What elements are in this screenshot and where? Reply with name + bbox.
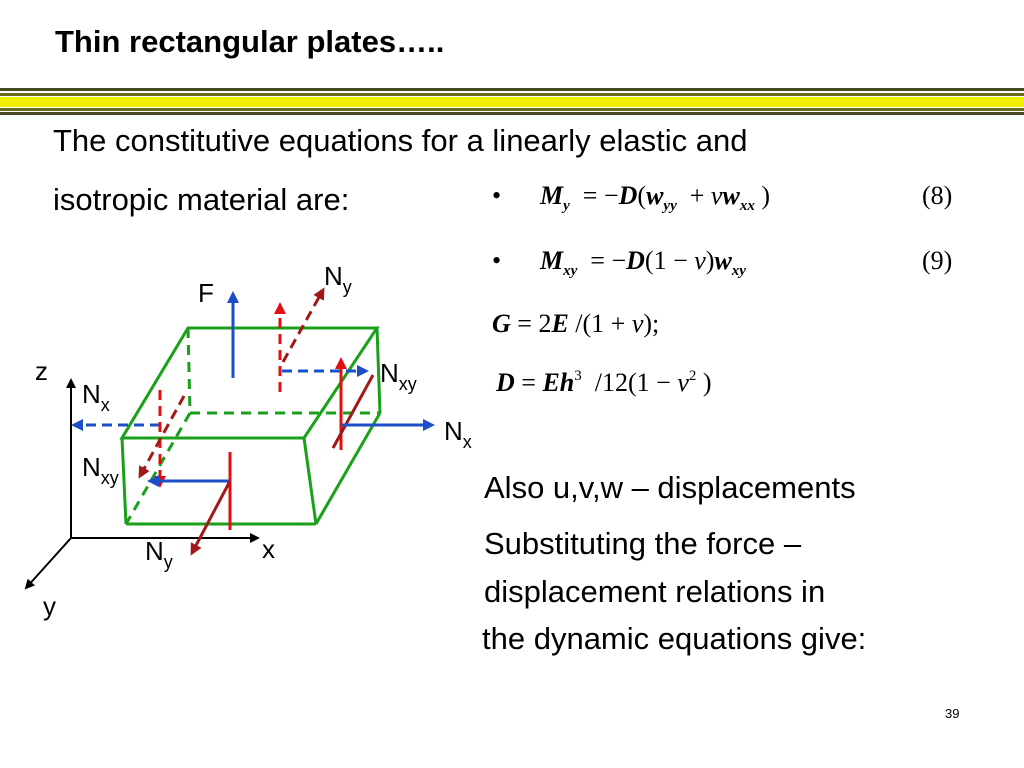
y-axis — [24, 537, 72, 590]
coordinate-axes — [24, 378, 260, 590]
y-axis-label: y — [43, 591, 56, 621]
bullet-eq9: • — [492, 246, 502, 275]
nx-left-label: Nx — [82, 379, 110, 415]
nxy-left-label: Nxy — [82, 452, 119, 488]
plate-hidden-edges — [124, 327, 380, 525]
ny-top-label: Ny — [324, 261, 352, 297]
ny-back-arrow — [281, 287, 325, 363]
equation-9-number: (9) — [922, 246, 953, 275]
z-axis-label: z — [35, 356, 48, 386]
title-divider — [0, 88, 1024, 115]
slide-title: Thin rectangular plates….. — [55, 24, 445, 59]
equation-shear-modulus: G = 2E /(1 + ν); — [492, 309, 660, 338]
text-displacements: Also u,v,w – displacements — [484, 470, 856, 505]
text-relations: displacement relations in — [484, 574, 826, 609]
mx-right-diagonal — [331, 374, 375, 449]
plate-element-diagram: z x y F Ny Nxy Nx Nx Nxy — [24, 261, 472, 621]
ny-front-arrow — [190, 480, 232, 556]
force-f-label: F — [198, 278, 214, 308]
page-number: 39 — [945, 706, 960, 721]
intro-line-2: isotropic material are: — [53, 182, 350, 217]
equation-9: Mxy = −D(1 − ν)wxy — [540, 246, 746, 279]
x-axis-label: x — [262, 534, 275, 564]
nx-right-label: Nx — [444, 416, 472, 452]
intro-line-1: The constitutive equations for a linearl… — [53, 123, 748, 158]
text-substituting: Substituting the force – — [484, 526, 802, 561]
text-dynamic: the dynamic equations give: — [482, 621, 867, 656]
ny-bottom-label: Ny — [145, 536, 173, 572]
equation-flexural-rigidity: D = Eh3 /12(1 − ν2 ) — [496, 368, 712, 397]
equation-8-number: (8) — [922, 181, 953, 210]
nxy-right-label: Nxy — [380, 358, 417, 394]
bullet-eq8: • — [492, 181, 502, 210]
plate-outline — [119, 326, 382, 526]
equation-8: My = −D(wyy + νwxx ) — [540, 181, 770, 214]
